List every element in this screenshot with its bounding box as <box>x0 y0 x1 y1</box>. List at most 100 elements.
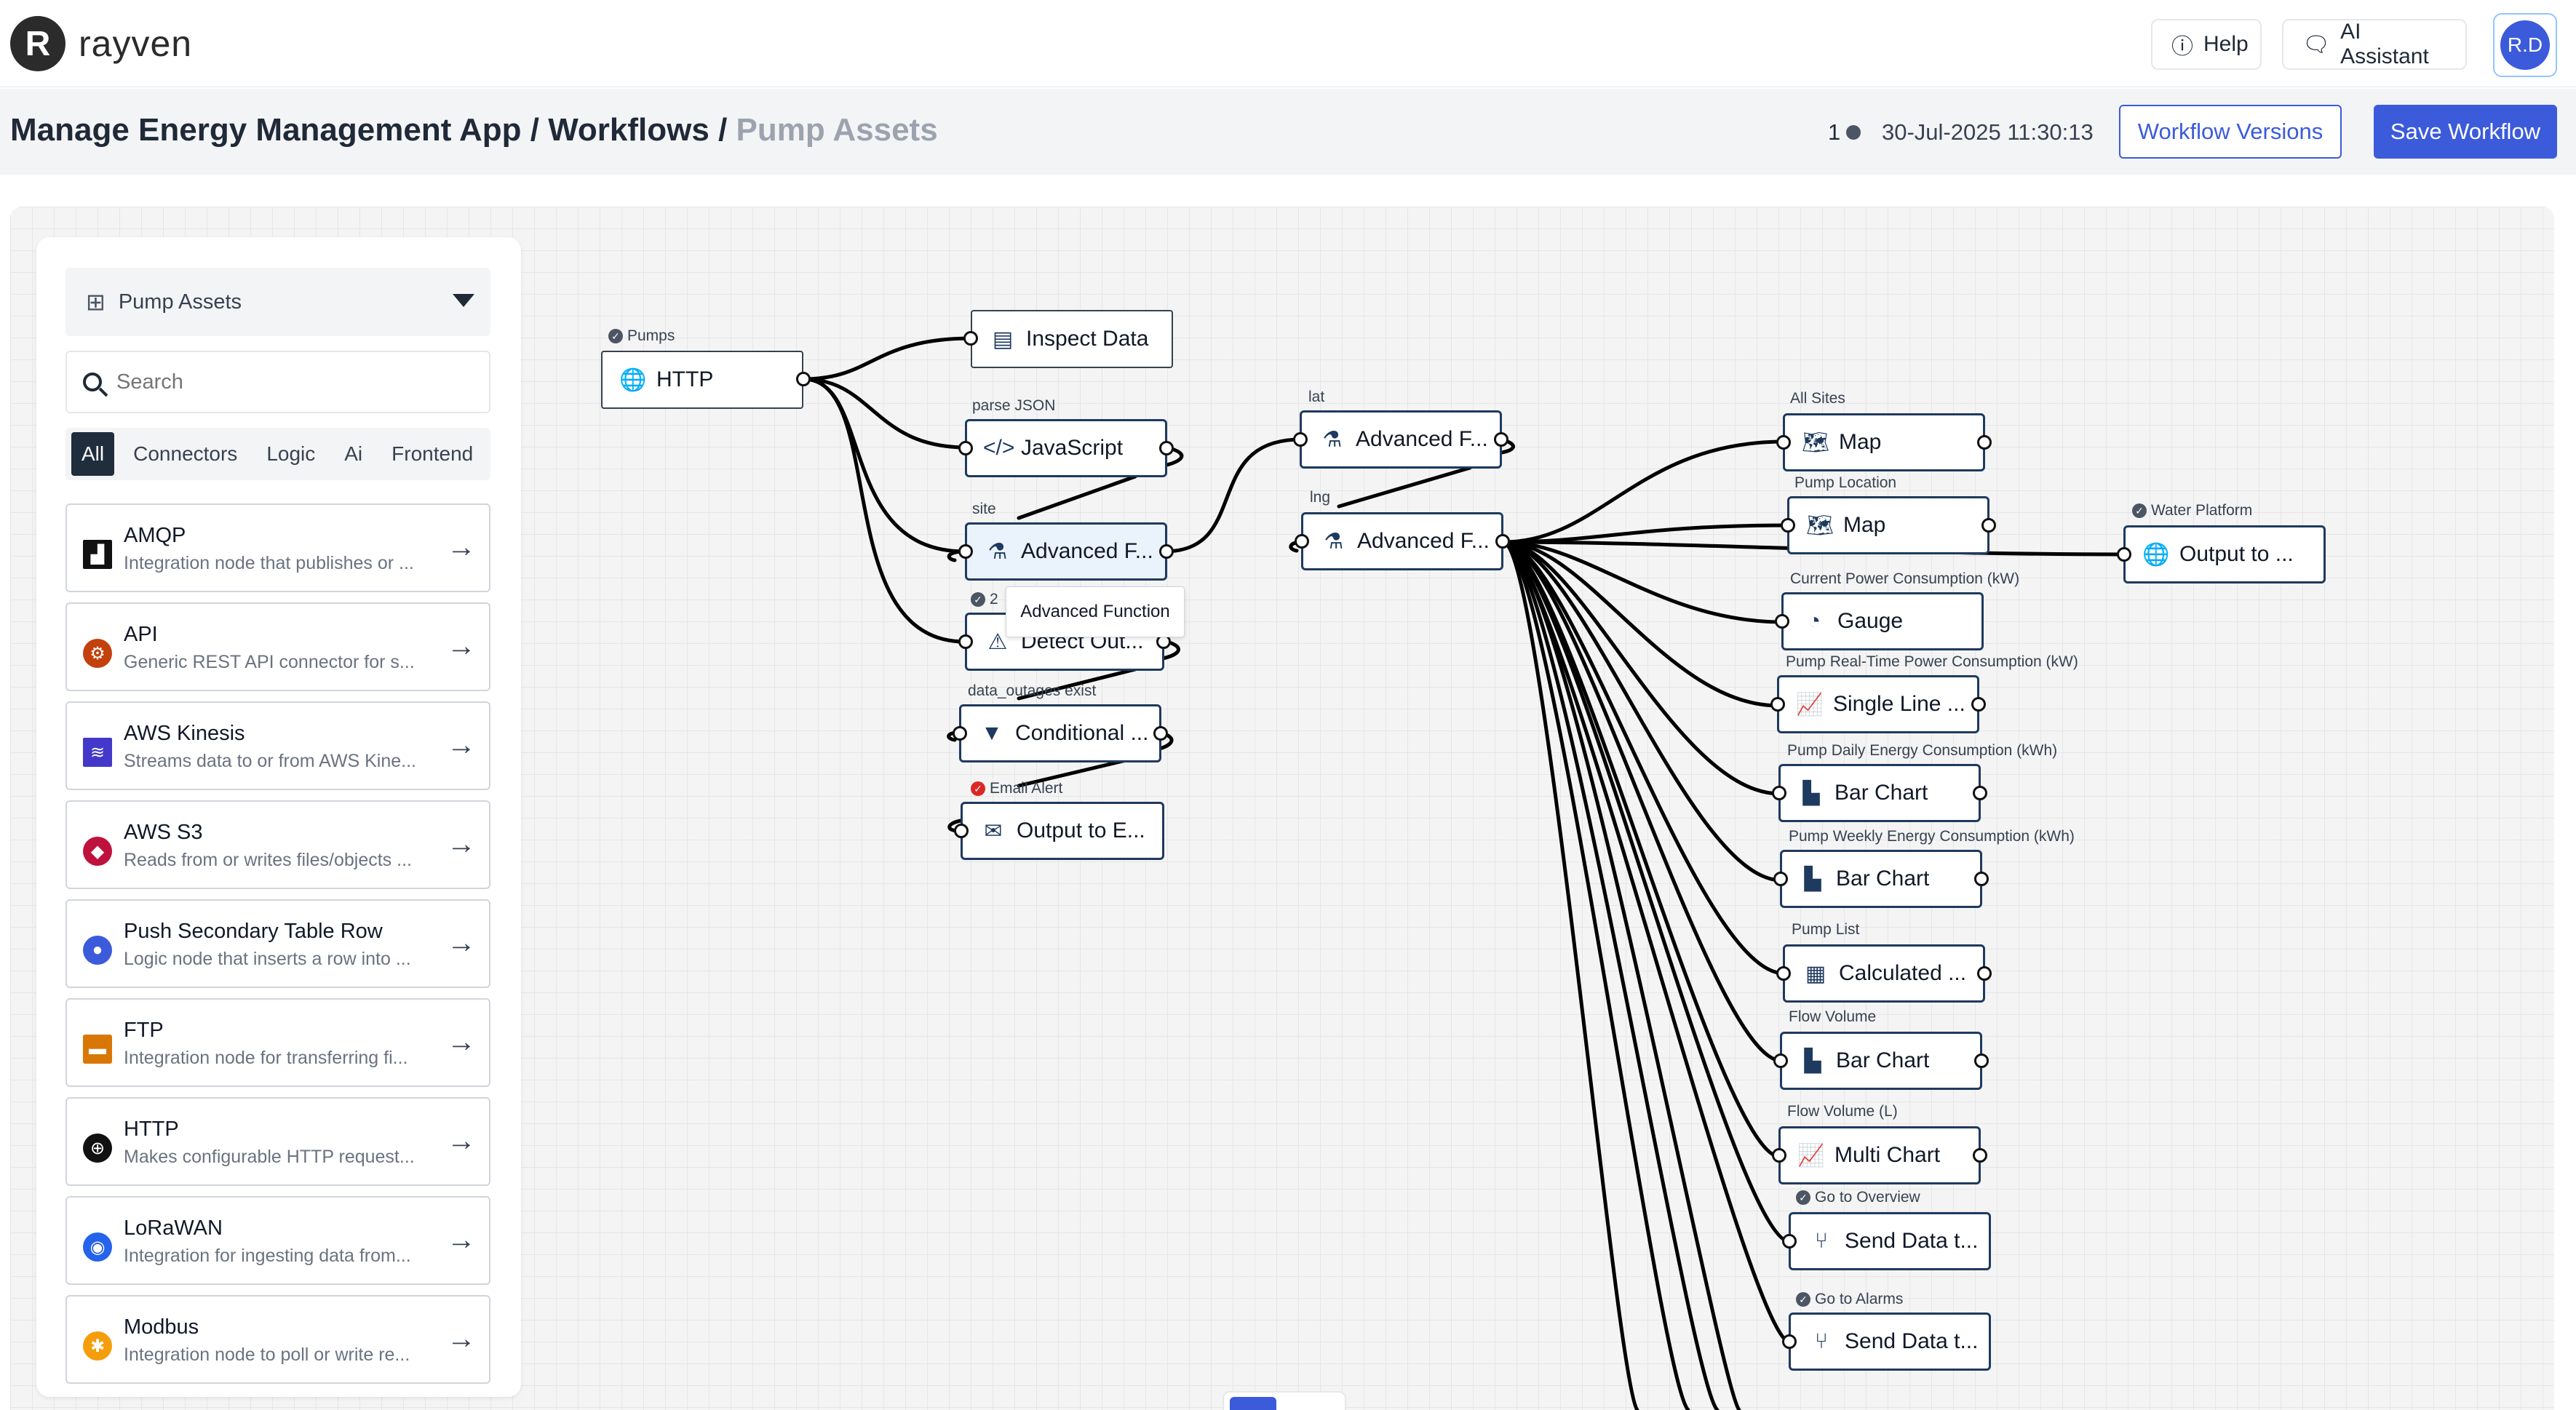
input-port[interactable] <box>1782 1334 1797 1349</box>
workflow-select[interactable]: ⊞ Pump Assets <box>65 268 490 336</box>
breadcrumb-workflows[interactable]: Workflows <box>548 112 709 148</box>
pointer-tool-button[interactable] <box>1230 1397 1276 1410</box>
node-bar-chart-flow[interactable]: ▙Bar Chart <box>1773 1032 1989 1090</box>
node-advanced-function-lat[interactable]: ⚗Advanced F... <box>1293 410 1508 469</box>
line-chart-icon: 📈 <box>1796 692 1824 717</box>
item-name: AMQP <box>124 524 186 547</box>
input-port[interactable] <box>1770 697 1785 712</box>
output-port[interactable] <box>1153 726 1168 741</box>
node-conditional[interactable]: ▼Conditional ... <box>953 704 1168 762</box>
filter-tab-connectors[interactable]: Connectors <box>133 442 238 465</box>
input-port[interactable] <box>1776 435 1791 450</box>
output-port[interactable] <box>796 372 811 386</box>
input-port[interactable] <box>1773 1053 1788 1068</box>
input-port[interactable] <box>1293 432 1308 447</box>
output-port[interactable] <box>1973 786 1987 800</box>
node-label-go-alarms: ✓Go to Alarms <box>1796 1291 1903 1308</box>
node-label-data-outages: data_outages exist <box>968 682 1097 699</box>
input-port[interactable] <box>1772 786 1786 800</box>
input-port[interactable] <box>1781 518 1795 533</box>
node-inspect-data[interactable]: ▤Inspect Data <box>963 310 1173 368</box>
node-javascript[interactable]: </>JavaScript <box>958 419 1174 477</box>
output-port[interactable] <box>1971 697 1986 712</box>
help-button[interactable]: ⓘ Help <box>2151 19 2262 70</box>
node-calculated-table[interactable]: ▦Calculated ... <box>1776 944 1992 1003</box>
node-bar-chart-daily[interactable]: ▙Bar Chart <box>1772 764 1987 822</box>
breadcrumb-app[interactable]: Manage Energy Management App <box>10 112 522 148</box>
output-port[interactable] <box>1973 1148 1987 1163</box>
node-multi-chart[interactable]: 📈Multi Chart <box>1772 1126 1987 1184</box>
node-bar-chart-weekly[interactable]: ▙ Bar Chart <box>1773 850 1989 908</box>
input-port[interactable] <box>2117 547 2131 562</box>
input-port[interactable] <box>954 824 969 838</box>
output-port[interactable] <box>1159 544 1174 559</box>
workflow-versions-button[interactable]: Workflow Versions <box>2119 105 2342 159</box>
workflow-select-value: Pump Assets <box>118 290 242 314</box>
list-item[interactable]: ● Push Secondary Table Row Logic node th… <box>65 899 490 988</box>
list-item[interactable]: ✱ Modbus Integration node to poll or wri… <box>65 1295 490 1384</box>
node-title: Map <box>1839 430 1882 454</box>
list-item[interactable]: ⊕ HTTP Makes configurable HTTP request..… <box>65 1097 490 1186</box>
aws-s3-icon: ◆ <box>83 837 112 866</box>
node-title: Bar Chart <box>1836 867 1930 891</box>
input-port[interactable] <box>958 544 973 559</box>
logo[interactable]: R rayven <box>10 16 192 71</box>
filter-tab-ai[interactable]: Ai <box>344 442 363 465</box>
output-port[interactable] <box>1159 441 1174 455</box>
bar-chart-icon: ▙ <box>1804 867 1821 891</box>
input-port[interactable] <box>1772 1148 1786 1163</box>
output-port[interactable] <box>1981 518 1996 533</box>
node-advanced-function-site[interactable]: ⚗Advanced F... <box>958 522 1174 581</box>
node-advanced-function-lng[interactable]: ⚗Advanced F... <box>1295 512 1510 570</box>
output-port[interactable] <box>1494 432 1508 447</box>
filter-tab-frontend[interactable]: Frontend <box>391 442 474 465</box>
list-item[interactable]: ◆ AWS S3 Reads from or writes files/obje… <box>65 800 490 889</box>
input-port[interactable] <box>1775 614 1789 629</box>
mail-icon: ✉ <box>984 818 1003 843</box>
node-label-lng: lng <box>1310 489 1331 506</box>
list-item[interactable]: ≋ AWS Kinesis Streams data to or from AW… <box>65 701 490 790</box>
node-send-data-alarms[interactable]: ⑂Send Data t... <box>1782 1313 1991 1371</box>
save-workflow-button[interactable]: Save Workflow <box>2374 105 2557 159</box>
list-item[interactable]: ◉ LoRaWAN Integration for ingesting data… <box>65 1196 490 1285</box>
node-output-water-platform[interactable]: 🌐Output to ... <box>2117 525 2326 583</box>
node-http[interactable]: 🌐HTTP <box>601 351 811 409</box>
node-title: Advanced F... <box>1021 539 1153 563</box>
output-port[interactable] <box>1495 534 1510 549</box>
item-description: Streams data to or from AWS Kine... <box>124 751 417 771</box>
node-gauge[interactable]: ◔Gauge <box>1775 592 1984 650</box>
node-map-pump-location[interactable]: 🗺Map <box>1781 496 1996 554</box>
ai-assistant-label: AI Assistant <box>2340 20 2429 68</box>
node-single-line-chart[interactable]: 📈Single Line ... <box>1770 675 1986 733</box>
ai-assistant-button[interactable]: 🗨 AI Assistant <box>2282 19 2467 70</box>
node-output-email[interactable]: ✉Output to E... <box>954 802 1164 860</box>
input-port[interactable] <box>958 441 973 455</box>
globe-icon: ⊕ <box>83 1134 112 1163</box>
input-port[interactable] <box>963 331 978 346</box>
input-port[interactable] <box>1773 872 1788 886</box>
node-label-current-power: Current Power Consumption (kW) <box>1790 570 2020 587</box>
node-map-all-sites[interactable]: 🗺Map <box>1776 413 1992 471</box>
output-port[interactable] <box>1977 966 1992 981</box>
input-port[interactable] <box>1776 966 1791 981</box>
output-port[interactable] <box>1977 435 1992 450</box>
node-label-flow-volume: Flow Volume <box>1789 1008 1877 1025</box>
input-port[interactable] <box>953 726 967 741</box>
node-title: Advanced F... <box>1356 427 1488 451</box>
output-port[interactable] <box>1974 1053 1989 1068</box>
canvas-toolbar[interactable] <box>1223 1391 1346 1410</box>
search-input[interactable] <box>116 370 466 394</box>
search-box[interactable] <box>65 351 490 413</box>
list-item[interactable]: ⚙ API Generic REST API connector for s..… <box>65 602 490 691</box>
input-port[interactable] <box>1782 1234 1797 1248</box>
list-item[interactable]: ▬ FTP Integration node for transferring … <box>65 998 490 1087</box>
list-item[interactable]: ▟ AMQP Integration node that publishes o… <box>65 503 490 592</box>
input-port[interactable] <box>958 634 973 649</box>
filter-tab-logic[interactable]: Logic <box>266 442 316 465</box>
filter-tab-all[interactable]: All <box>71 432 115 476</box>
input-port[interactable] <box>1295 534 1309 549</box>
output-port[interactable] <box>1974 872 1989 886</box>
node-send-data-overview[interactable]: ⑂Send Data t... <box>1782 1212 1991 1270</box>
user-avatar-button[interactable]: R.D <box>2493 13 2557 77</box>
bar-chart-icon: ▙ <box>1804 1048 1821 1073</box>
